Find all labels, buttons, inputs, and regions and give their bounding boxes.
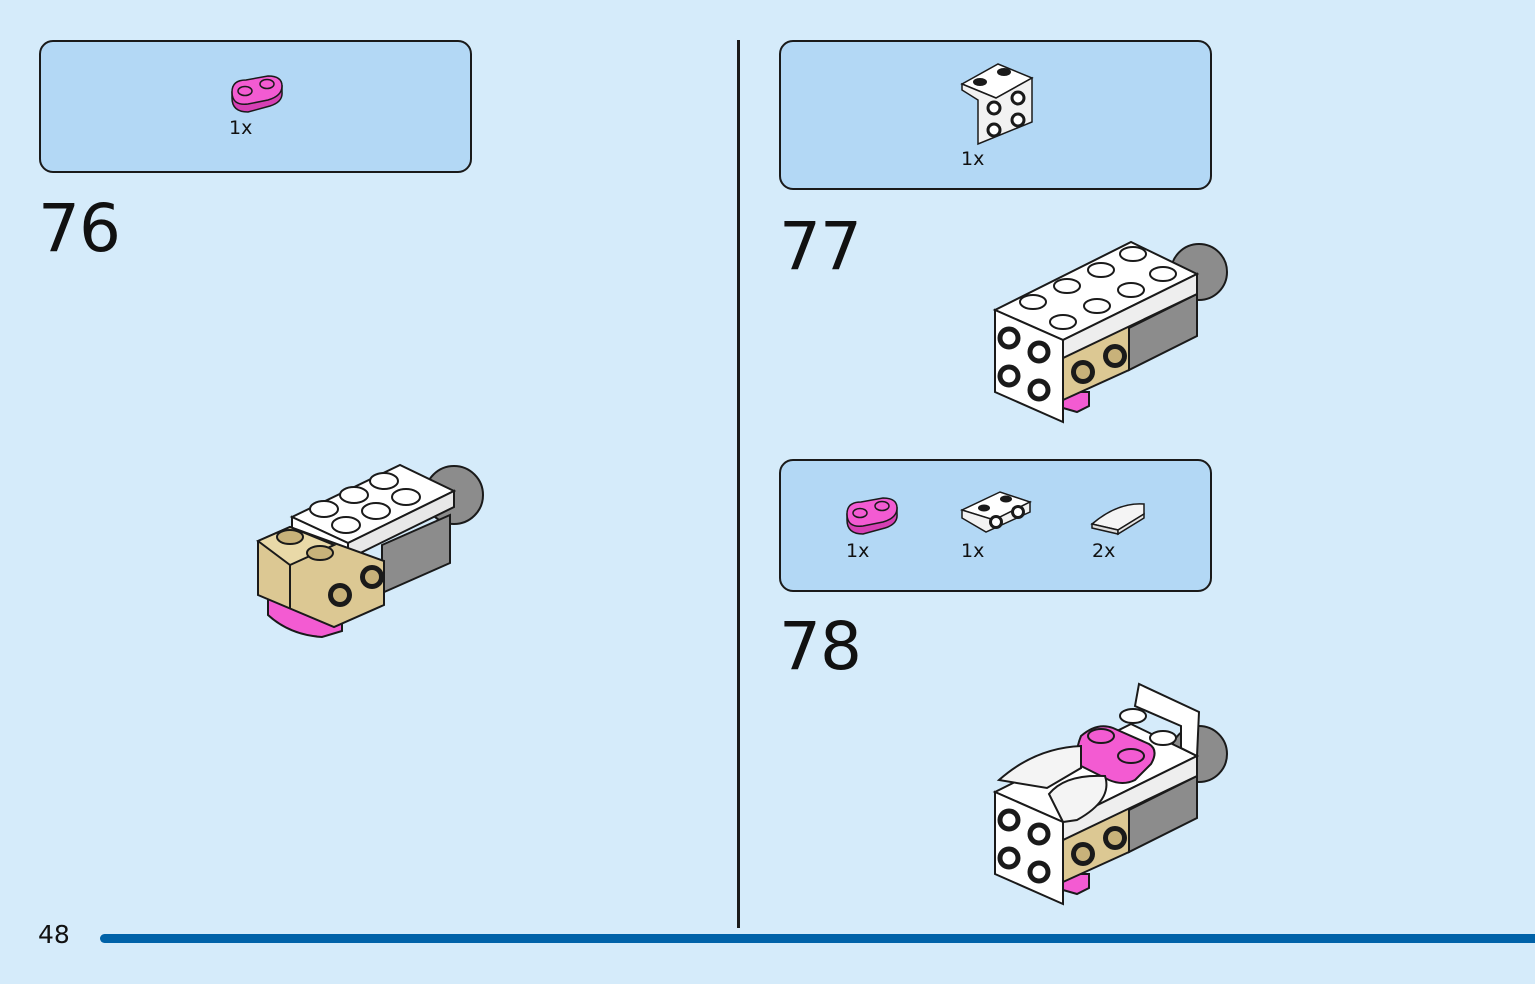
model-step-78 bbox=[992, 682, 1228, 906]
part-quantity: 1x bbox=[961, 540, 985, 562]
white-bracket-small-icon bbox=[959, 491, 1032, 533]
column-divider bbox=[737, 40, 740, 928]
white-quarter-tile-icon bbox=[1090, 503, 1145, 536]
pink-plate-icon bbox=[846, 497, 898, 535]
part-quantity: 1x bbox=[961, 148, 985, 170]
page-number: 48 bbox=[38, 920, 70, 949]
step-number: 76 bbox=[38, 190, 121, 267]
footer-bar bbox=[100, 934, 1535, 943]
white-bracket-icon bbox=[960, 63, 1034, 146]
step-number: 78 bbox=[779, 608, 862, 685]
part-quantity: 1x bbox=[846, 540, 870, 562]
step-number: 77 bbox=[779, 208, 862, 285]
model-step-77 bbox=[992, 240, 1228, 424]
model-step-76 bbox=[256, 463, 484, 639]
part-quantity: 1x bbox=[229, 117, 253, 139]
part-quantity: 2x bbox=[1092, 540, 1116, 562]
pink-plate-icon bbox=[231, 75, 283, 113]
